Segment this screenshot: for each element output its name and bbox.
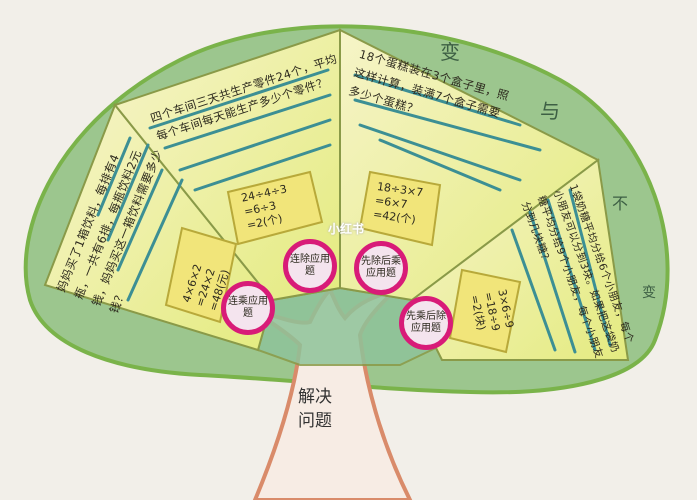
type-circle-right: 先乘后除应用题 (399, 296, 453, 350)
writing-lines (96, 68, 612, 354)
formula-boxes (164, 170, 522, 354)
type-circle-left: 连乘应用题 (221, 281, 275, 335)
formula-box-top-right (358, 170, 442, 247)
type-label: 先乘后除应用题 (406, 311, 446, 334)
type-label: 连乘应用题 (228, 296, 268, 319)
title-char-1: 变 (440, 40, 460, 64)
type-circle-top-left: 连除应用题 (283, 239, 337, 293)
watermark: 小红书 (328, 222, 365, 236)
title-char-4: 变 (642, 285, 656, 301)
title-char-3: 不 (612, 194, 629, 213)
formula-box-right (448, 268, 522, 354)
type-label: 先除后乘应用题 (361, 256, 401, 279)
title-char-2: 与 (540, 99, 560, 123)
formula-top-right: 18÷3×7 =6×7 =42(个) (372, 180, 424, 228)
formula-box-top-left (226, 170, 324, 246)
formula-box-left (164, 226, 238, 324)
type-label: 连除应用题 (290, 254, 330, 277)
trunk-label: 解决问题 (298, 387, 332, 431)
type-circle-top-right: 先除后乘应用题 (354, 241, 408, 295)
